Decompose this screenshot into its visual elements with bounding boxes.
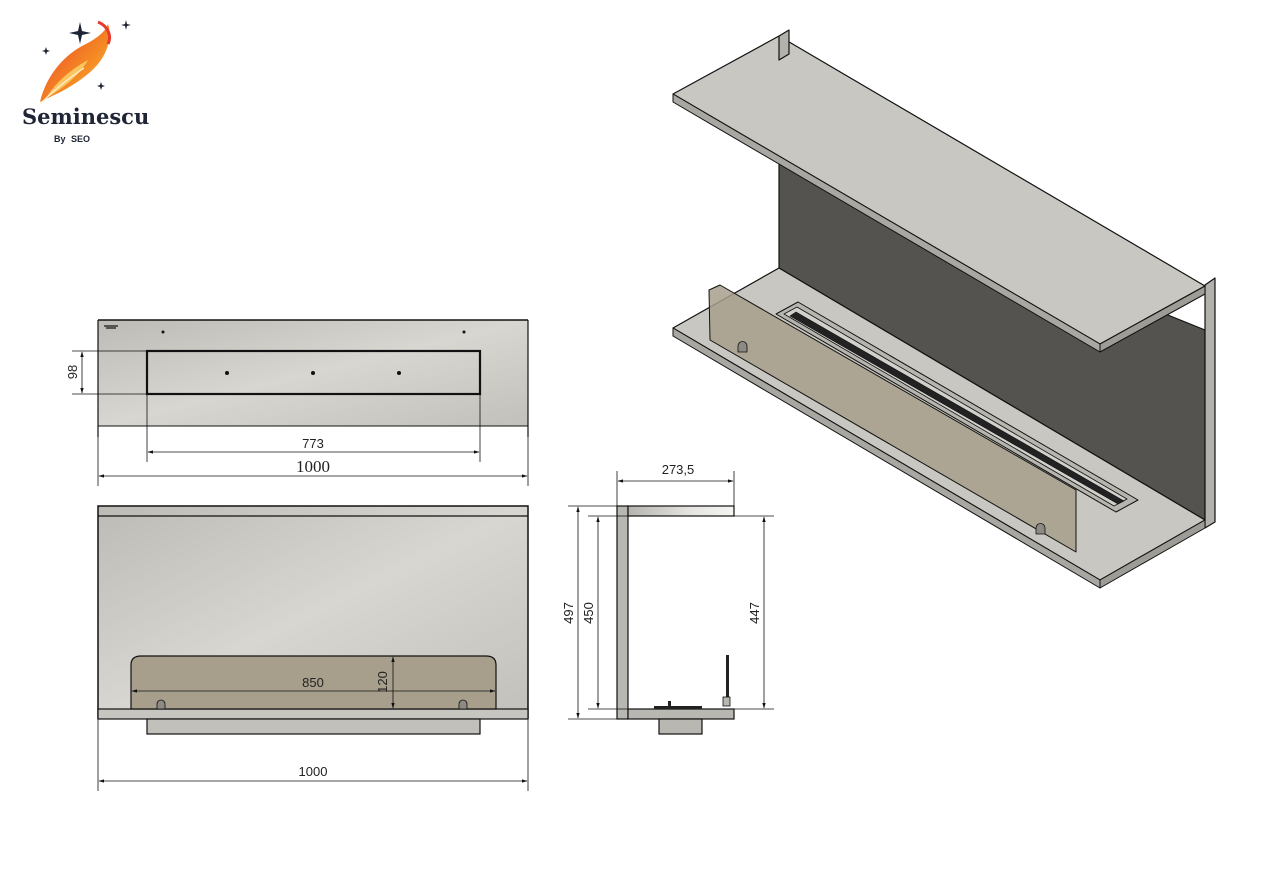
top-view: 98 773 1000	[65, 319, 529, 486]
maker-mark	[104, 325, 118, 329]
burner-box-side	[658, 718, 703, 735]
top-shelf	[627, 505, 735, 517]
dim-depth: 273,5	[662, 462, 695, 477]
burner-slot	[145, 349, 482, 396]
left-end-cap	[778, 29, 790, 61]
brand-byline: By	[54, 134, 66, 144]
glass-screen-iso	[708, 284, 1077, 553]
dim-glass-height: 120	[375, 671, 390, 693]
burner-box	[146, 718, 481, 735]
flame-feather-icon	[39, 20, 112, 105]
right-end-cap	[1204, 277, 1216, 529]
front-view: 850 120 1000	[97, 505, 529, 791]
dim-slot-width: 773	[302, 436, 324, 451]
base-plate	[97, 708, 529, 720]
mounting-holes	[161, 330, 466, 375]
glass-clip-iso-left	[737, 341, 748, 353]
burner-slot-iso	[789, 311, 1125, 505]
dim-slot-height: 98	[65, 365, 80, 379]
glass-clip-iso-right	[1035, 523, 1046, 535]
glass-clip-left	[156, 699, 166, 710]
brand-logo: Seminescu By SEO	[22, 20, 149, 144]
dim-overall-width-front: 1000	[299, 764, 328, 779]
glass-screen	[130, 655, 497, 710]
star-icon	[42, 20, 131, 90]
glass-edge	[726, 655, 729, 705]
dim-overall-width-top: 1000	[296, 457, 330, 476]
dim-inner-height: 450	[581, 602, 596, 624]
partner-mark: SEO	[71, 134, 90, 144]
dim-glass-width: 850	[302, 675, 324, 690]
base-shelf	[627, 708, 735, 720]
dim-opening-height: 447	[747, 602, 762, 624]
glass-clip-right	[458, 699, 468, 710]
dim-overall-height: 497	[561, 602, 576, 624]
side-view: 273,5 497 450 447	[561, 462, 774, 735]
burner-top	[654, 706, 702, 709]
isometric-view	[672, 29, 1216, 589]
brand-name: Seminescu	[22, 104, 149, 129]
back-wall	[616, 505, 629, 720]
